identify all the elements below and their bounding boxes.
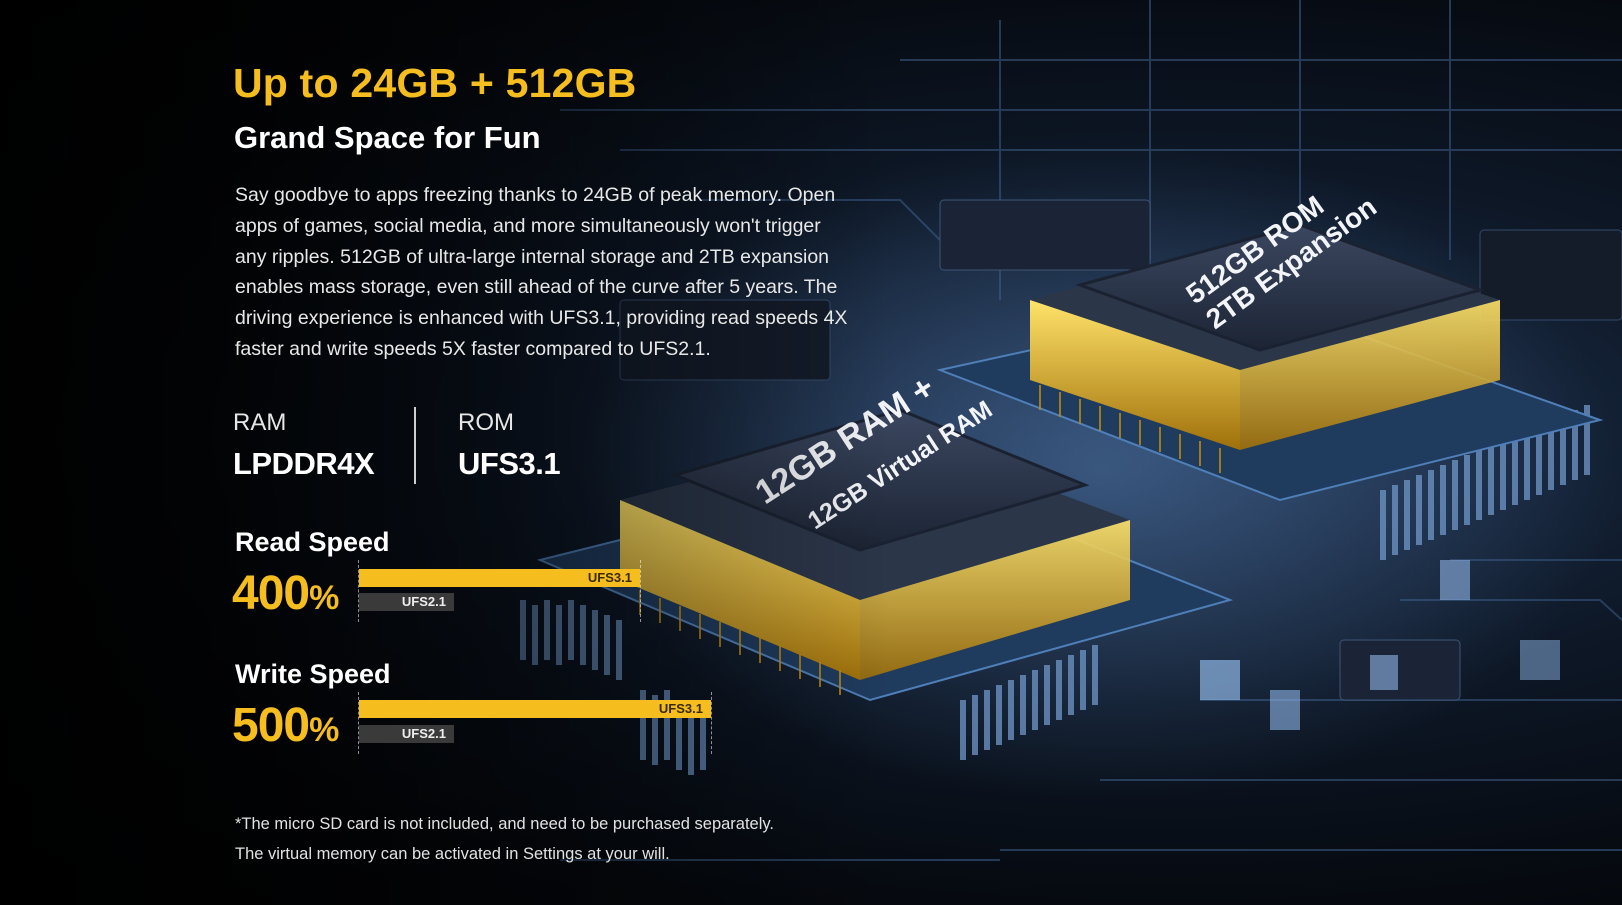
write-ufs31-bar: UFS3.1 [359, 700, 711, 718]
ram-spec-label: RAM [233, 409, 287, 436]
subheadline: Grand Space for Fun [234, 120, 541, 155]
footnote-sd-card: *The micro SD card is not included, and … [235, 815, 775, 833]
body-line: faster and write speeds 5X faster compar… [235, 337, 711, 360]
read-bar-start-tick [358, 560, 359, 622]
read-ufs31-bar: UFS3.1 [359, 569, 640, 587]
write-bar-end-tick [711, 692, 712, 754]
read-speed-number: 400 [232, 567, 310, 620]
read-bar-end-tick [640, 560, 641, 622]
body-line: Say goodbye to apps freezing thanks to 2… [235, 184, 836, 206]
write-ufs21-label: UFS2.1 [401, 726, 446, 741]
ram-spec-value: LPDDR4X [233, 446, 375, 481]
read-ufs21-label: UFS2.1 [401, 594, 446, 609]
read-speed-unit: % [309, 579, 339, 617]
rom-spec-label: ROM [458, 409, 514, 436]
write-speed-number: 500 [232, 699, 310, 752]
body-line: driving experience is enhanced with UFS3… [235, 307, 848, 330]
spec-divider [414, 407, 416, 484]
body-line: apps of games, social media, and more si… [235, 214, 821, 237]
write-ufs31-label: UFS3.1 [658, 701, 703, 716]
body-copy: Say goodbye to apps freezing thanks to 2… [235, 180, 895, 365]
read-speed-value: 400% [232, 566, 339, 621]
write-speed-value: 500% [232, 698, 339, 753]
write-speed-unit: % [309, 711, 339, 749]
rom-spec-value: UFS3.1 [458, 446, 561, 481]
write-ufs21-bar: UFS2.1 [359, 725, 454, 743]
body-line: any ripples. 512GB of ultra-large intern… [235, 245, 830, 268]
body-line: enables mass storage, even still ahead o… [235, 276, 838, 299]
headline: Up to 24GB + 512GB [233, 60, 637, 106]
read-speed-title: Read Speed [235, 527, 390, 557]
read-ufs31-label: UFS3.1 [587, 570, 632, 585]
write-speed-title: Write Speed [235, 659, 391, 689]
write-bar-start-tick [358, 692, 359, 754]
footnote-virtual-memory: The virtual memory can be activated in S… [235, 845, 670, 863]
read-ufs21-bar: UFS2.1 [359, 593, 454, 611]
